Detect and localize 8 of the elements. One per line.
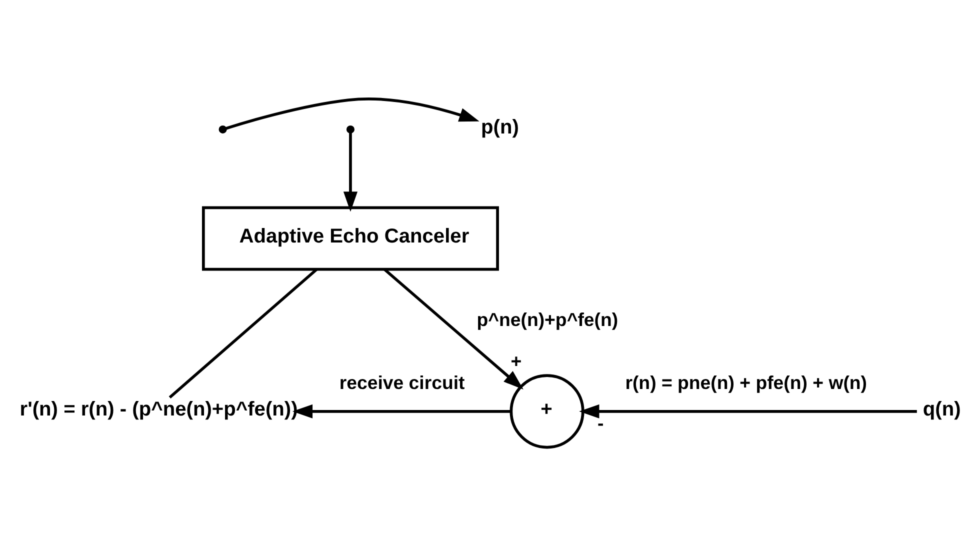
node-text: p(n) bbox=[481, 116, 519, 138]
node-label: + bbox=[510, 350, 522, 372]
node-text: q(n) bbox=[922, 398, 961, 420]
edge-label: receive circuit bbox=[339, 372, 465, 394]
edge-label: p^ne(n)+p^fe(n) bbox=[476, 308, 618, 330]
node-label: - bbox=[597, 412, 604, 434]
node-text: r'(n) = r(n) - (p^ne(n)+p^fe(n)) bbox=[20, 398, 298, 420]
edge-label: r(n) = pne(n) + pfe(n) + w(n) bbox=[625, 372, 868, 394]
